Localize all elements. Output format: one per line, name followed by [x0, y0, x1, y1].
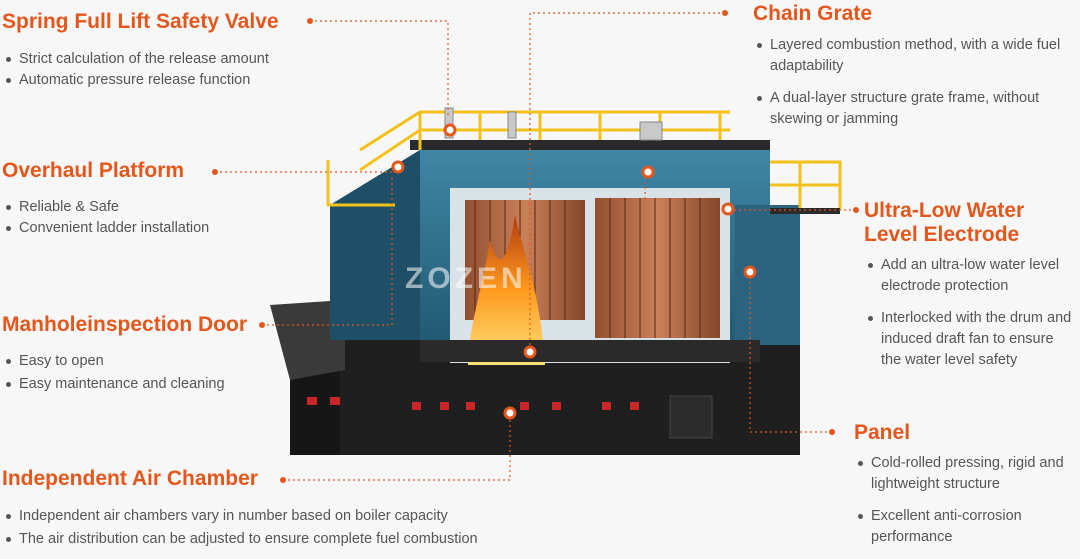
hotspot-furnace	[523, 345, 537, 359]
callout-list-chain-grate: Layered combustion method, with a wide f…	[756, 35, 1076, 141]
furnace-flame	[468, 215, 545, 365]
connector-overhaul-platform	[215, 170, 396, 173]
hotspot-markers	[391, 123, 757, 420]
callout-list-panel: Cold-rolled pressing, rigid and lightwei…	[857, 453, 1077, 559]
coal-hopper	[270, 300, 345, 380]
list-item: Cold-rolled pressing, rigid and lightwei…	[857, 453, 1077, 495]
list-item: Add an ultra-low water level electrode p…	[867, 255, 1077, 297]
callout-list-air-chamber: Independent air chambers vary in number …	[5, 506, 478, 550]
dot-safety-valve-left	[307, 18, 313, 24]
hotspot-air-chamber	[503, 406, 517, 420]
convection-tubes-right	[595, 198, 720, 338]
list-item: Reliable & Safe	[5, 197, 209, 218]
boiler-side-panel	[330, 150, 420, 340]
dot-electrode-right	[853, 207, 859, 213]
dot-manhole-left	[259, 322, 265, 328]
hotspot-panel	[743, 265, 757, 279]
callout-title-chain-grate: Chain Grate	[753, 2, 873, 25]
callout-list-overhaul-platform: Reliable & Safe Convenient ladder instal…	[5, 197, 209, 239]
dot-chain-grate-right	[722, 10, 728, 16]
callout-list-manhole-door: Easy to open Easy maintenance and cleani…	[5, 351, 225, 395]
connector-safety-valve	[310, 20, 449, 118]
callout-title-overhaul-platform: Overhaul Platform	[2, 159, 185, 182]
chain-grate-bed	[420, 340, 760, 362]
callout-title-water-electrode: Ultra-Low Water Level Electrode	[864, 199, 1025, 246]
connector-manhole-door	[262, 175, 393, 326]
callout-list-safety-valve: Strict calculation of the release amount…	[5, 49, 269, 91]
list-item: Automatic pressure release function	[5, 70, 269, 91]
list-item: Independent air chambers vary in number …	[5, 506, 478, 527]
air-chamber-ports	[307, 397, 639, 410]
dot-panel-right	[829, 429, 835, 435]
connector-chain-grate	[529, 12, 725, 350]
dot-overhaul-left	[212, 169, 218, 175]
callout-title-manhole-door: Manholeinspection Door	[2, 313, 248, 336]
hotspot-safety-valve	[443, 123, 457, 137]
connector-panel	[749, 275, 832, 433]
safety-valves	[444, 107, 663, 141]
callout-list-water-electrode: Add an ultra-low water level electrode p…	[867, 255, 1077, 382]
platform-railing	[326, 110, 842, 210]
boiler-lower-side	[290, 360, 340, 455]
callout-title-air-chamber: Independent Air Chamber	[2, 467, 258, 490]
list-item: Interlocked with the drum and induced dr…	[867, 308, 1077, 371]
callout-title-safety-valve: Spring Full Lift Safety Valve	[2, 10, 279, 33]
list-item: Layered combustion method, with a wide f…	[756, 35, 1076, 77]
list-item: A dual-layer structure grate frame, with…	[756, 88, 1076, 130]
access-hatch	[669, 395, 713, 439]
connector-air-chamber	[283, 412, 511, 481]
hotspot-overhaul-platform	[391, 160, 405, 174]
watermark-logo: ZOZEN	[405, 262, 527, 295]
side-platform	[770, 208, 840, 214]
top-platform-deck	[410, 140, 770, 150]
hotspot-water-electrode	[721, 202, 735, 216]
list-item: Easy to open	[5, 351, 225, 372]
list-item: Easy maintenance and cleaning	[5, 374, 225, 395]
hotspot-chain-grate	[641, 165, 655, 179]
list-item: Strict calculation of the release amount	[5, 49, 269, 70]
list-item: The air distribution can be adjusted to …	[5, 529, 478, 550]
list-item: Excellent anti-corrosion performance	[857, 506, 1077, 548]
callout-title-panel: Panel	[854, 421, 911, 444]
dot-air-chamber-left	[280, 477, 286, 483]
list-item: Convenient ladder installation	[5, 218, 209, 239]
